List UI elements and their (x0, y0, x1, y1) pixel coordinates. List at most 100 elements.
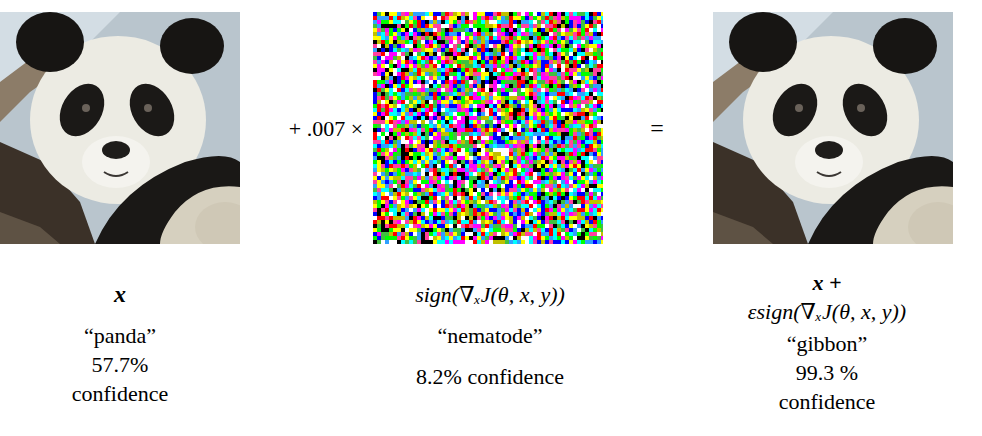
noise-pixel (405, 16, 409, 20)
noise-pixel (577, 92, 581, 96)
noise-pixel (437, 12, 441, 16)
noise-pixel (585, 80, 589, 84)
noise-pixel (589, 60, 593, 64)
noise-pixel (581, 64, 585, 68)
noise-pixel (505, 108, 509, 112)
noise-pixel (553, 36, 557, 40)
noise-pixel (385, 76, 389, 80)
noise-pixel (485, 60, 489, 64)
noise-pixel (481, 68, 485, 72)
noise-pixel (597, 40, 601, 44)
noise-pixel (449, 128, 453, 132)
noise-pixel (393, 84, 397, 88)
noise-pixel (489, 112, 493, 116)
noise-pixel (521, 72, 525, 76)
noise-pixel (565, 100, 569, 104)
noise-pixel (465, 64, 469, 68)
noise-pixel (441, 132, 445, 136)
noise-pixel (553, 76, 557, 80)
noise-pixel (597, 64, 601, 68)
noise-pixel (533, 20, 537, 24)
noise-pixel (445, 24, 449, 28)
noise-pixel (601, 128, 603, 132)
noise-pixel (389, 96, 393, 100)
noise-pixel (489, 56, 493, 60)
noise-pixel (401, 76, 405, 80)
noise-pixel (529, 96, 533, 100)
noise-pixel (457, 28, 461, 32)
noise-pixel (417, 56, 421, 60)
noise-pixel (445, 44, 449, 48)
noise-pixel (541, 116, 545, 120)
noise-pixel (385, 136, 389, 140)
noise-pixel (593, 12, 597, 16)
noise-pixel (561, 32, 565, 36)
noise-pixel (453, 100, 457, 104)
noise-pixel (385, 80, 389, 84)
noise-pixel (525, 100, 529, 104)
noise-pixel (437, 60, 441, 64)
noise-pixel (565, 84, 569, 88)
noise-pixel (573, 48, 577, 52)
noise-pixel (465, 148, 469, 152)
noise-pixel (469, 76, 473, 80)
noise-pixel (465, 40, 469, 44)
noise-pixel (533, 112, 537, 116)
noise-pixel (533, 12, 537, 16)
noise-pixel (589, 56, 593, 60)
noise-pixel (541, 92, 545, 96)
noise-pixel (461, 68, 465, 72)
noise-pixel (525, 96, 529, 100)
noise-pixel (433, 48, 437, 52)
noise-pixel (577, 56, 581, 60)
noise-pixel (541, 52, 545, 56)
noise-pixel (517, 108, 521, 112)
noise-pixel (421, 24, 425, 28)
noise-pixel (409, 48, 413, 52)
noise-pixel (377, 120, 381, 124)
noise-pixel (437, 144, 441, 148)
noise-pixel (517, 72, 521, 76)
noise-pixel (449, 68, 453, 72)
noise-pixel (505, 92, 509, 96)
noise-pixel (585, 132, 589, 136)
noise-pixel (541, 128, 545, 132)
noise-pixel (597, 48, 601, 52)
noise-pixel (473, 72, 477, 76)
noise-pixel (393, 132, 397, 136)
noise-pixel (473, 100, 477, 104)
noise-pixel (501, 116, 505, 120)
noise-pixel (457, 96, 461, 100)
noise-pixel (585, 52, 589, 56)
noise-pixel (529, 84, 533, 88)
noise-pixel (541, 16, 545, 20)
noise-pixel (505, 60, 509, 64)
noise-pixel (457, 32, 461, 36)
noise-pixel (465, 60, 469, 64)
noise-pixel (401, 132, 405, 136)
noise-pixel (577, 96, 581, 100)
noise-pixel (581, 116, 585, 120)
noise-pixel (437, 40, 441, 44)
noise-pixel (373, 124, 377, 128)
noise-pixel (461, 24, 465, 28)
noise-pixel (505, 76, 509, 80)
noise-pixel (417, 64, 421, 68)
noise-pixel (601, 100, 603, 104)
noise-pixel (417, 128, 421, 132)
noise-pixel (509, 100, 513, 104)
noise-pixel (381, 48, 385, 52)
noise-pixel (489, 48, 493, 52)
noise-pixel (525, 140, 529, 144)
noise-pixel (373, 112, 377, 116)
noise-pixel (481, 116, 485, 120)
noise-pixel (513, 52, 517, 56)
noise-pixel (501, 100, 505, 104)
noise-pixel (553, 84, 557, 88)
noise-pixel (401, 116, 405, 120)
noise-pixel (381, 84, 385, 88)
noise-pixel (581, 40, 585, 44)
noise-pixel (433, 44, 437, 48)
noise-pixel (597, 52, 601, 56)
noise-pixel (537, 44, 541, 48)
